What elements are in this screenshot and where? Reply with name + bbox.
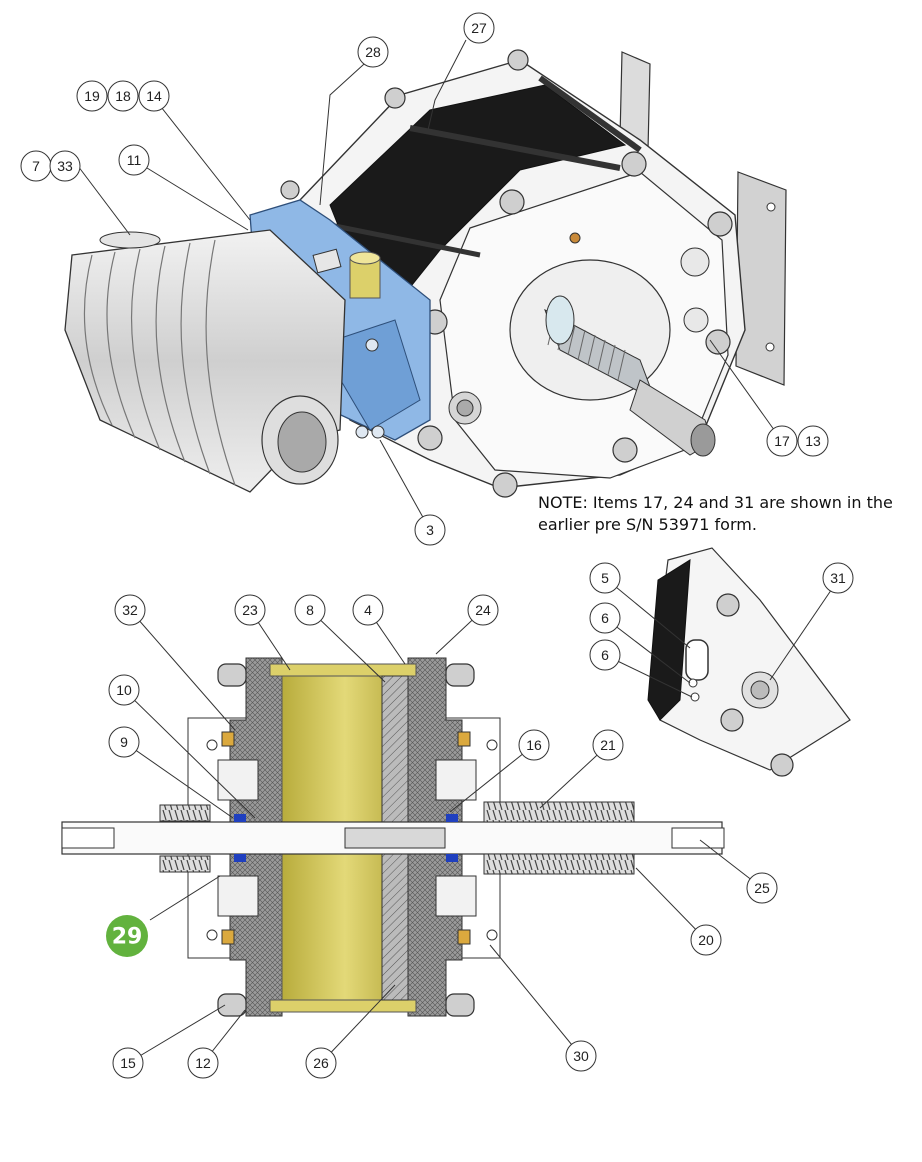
callout-17: 17 — [774, 433, 790, 449]
note-text: NOTE: Items 17, 24 and 31 are shown in t… — [538, 492, 908, 536]
detail-inset-illustration — [647, 547, 851, 777]
cross-section-illustration — [61, 657, 725, 1017]
callout-8: 8 — [306, 602, 314, 618]
callout-30: 30 — [573, 1048, 589, 1064]
callout-33: 33 — [57, 158, 73, 174]
callout-6-upper: 6 — [601, 610, 609, 626]
highlight-label-29: 29 — [112, 925, 143, 950]
callout-16: 16 — [526, 737, 542, 753]
callout-7: 7 — [32, 158, 40, 174]
callout-13: 13 — [805, 433, 821, 449]
callout-9: 9 — [120, 734, 128, 750]
callout-bubbles — [20, 12, 854, 1079]
callout-28: 28 — [365, 44, 381, 60]
callout-10: 10 — [116, 682, 132, 698]
callout-19: 19 — [84, 88, 100, 104]
callout-26: 26 — [313, 1055, 329, 1071]
callout-31: 31 — [830, 570, 846, 586]
callout-14: 14 — [146, 88, 162, 104]
callout-3: 3 — [426, 522, 434, 538]
note-line-1: NOTE: Items 17, 24 and 31 are shown in t… — [538, 493, 893, 512]
highlight-badge — [106, 915, 148, 957]
leader-lines — [77, 39, 839, 1064]
callout-24: 24 — [475, 602, 491, 618]
callout-4: 4 — [364, 602, 372, 618]
callout-12: 12 — [195, 1055, 211, 1071]
callout-20: 20 — [698, 932, 714, 948]
callout-27: 27 — [471, 20, 487, 36]
callout-5: 5 — [601, 570, 609, 586]
callout-25: 25 — [754, 880, 770, 896]
callout-32: 32 — [122, 602, 138, 618]
callout-11: 11 — [127, 152, 142, 168]
callout-21: 21 — [600, 737, 616, 753]
callout-15: 15 — [120, 1055, 136, 1071]
callout-18: 18 — [115, 88, 131, 104]
callout-23: 23 — [242, 602, 258, 618]
top-assembly-illustration — [64, 49, 787, 498]
note-line-2: earlier pre S/N 53971 form. — [538, 515, 757, 534]
callout-6-lower: 6 — [601, 647, 609, 663]
